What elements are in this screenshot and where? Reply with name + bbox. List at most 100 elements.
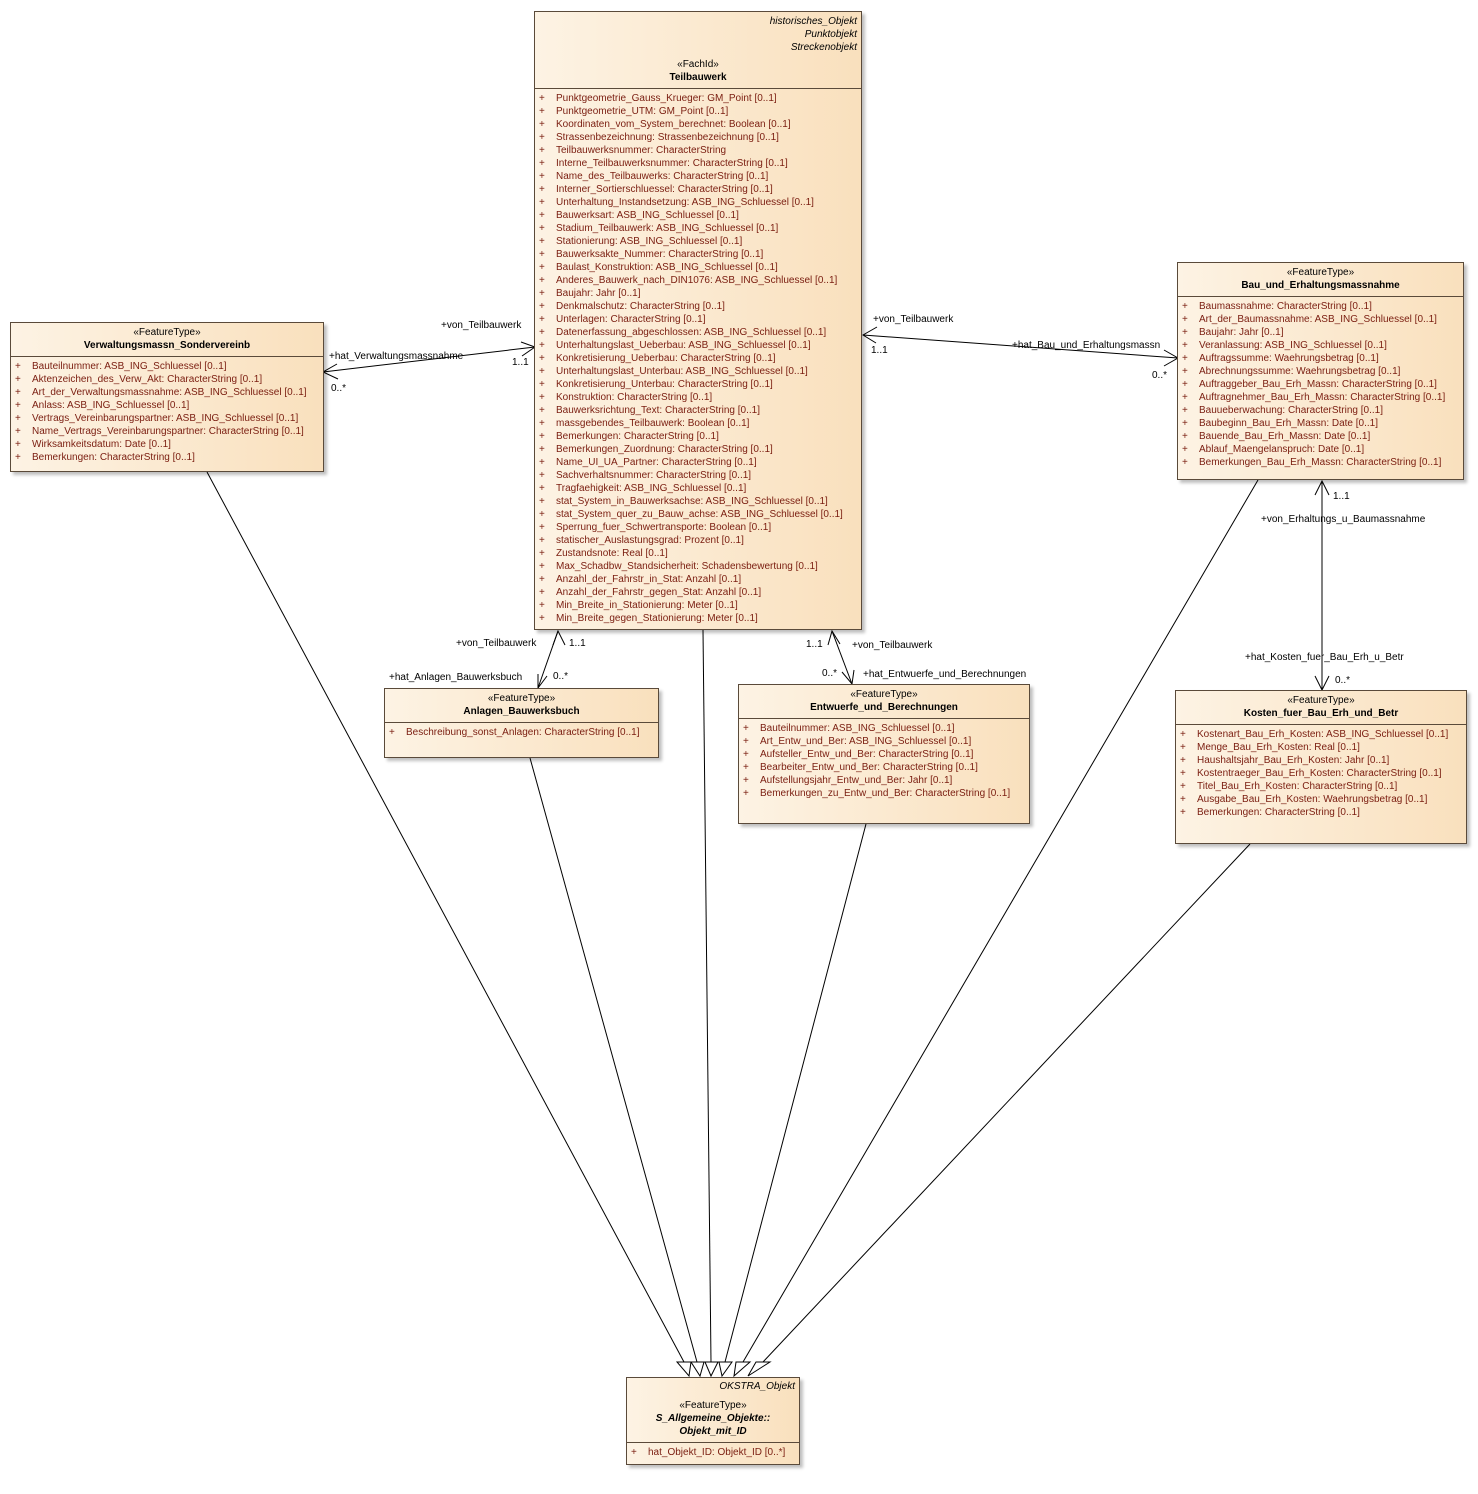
attribute-row[interactable]: +Stadium_Teilbauwerk: ASB_ING_Schluessel… <box>539 222 857 235</box>
attribute-row[interactable]: +Zustandsnote: Real [0..1] <box>539 547 857 560</box>
visibility-public-icon: + <box>539 509 545 520</box>
attribute-row[interactable]: +Baumassnahme: CharacterString [0..1] <box>1182 300 1459 313</box>
class-objekt-mit-id[interactable]: OKSTRA_Objekt «FeatureType» S_Allgemeine… <box>626 1377 800 1465</box>
attribute-row[interactable]: +Auftragssumme: Waehrungsbetrag [0..1] <box>1182 352 1459 365</box>
attribute-row[interactable]: +Veranlassung: ASB_ING_Schluessel [0..1] <box>1182 339 1459 352</box>
visibility-public-icon: + <box>539 223 545 234</box>
attribute-row[interactable]: +Anlass: ASB_ING_Schluessel [0..1] <box>15 399 319 412</box>
class-anlagen-bauwerksbuch[interactable]: «FeatureType» Anlagen_Bauwerksbuch +Besc… <box>384 688 659 758</box>
attribute-row[interactable]: +Bauueberwachung: CharacterString [0..1] <box>1182 404 1459 417</box>
attribute-row[interactable]: +Unterlagen: CharacterString [0..1] <box>539 313 857 326</box>
class-teilbauwerk[interactable]: historisches_Objekt Punktobjekt Strecken… <box>534 11 862 630</box>
visibility-public-icon: + <box>1180 729 1186 740</box>
attribute-row[interactable]: +Unterhaltung_Instandsetzung: ASB_ING_Sc… <box>539 196 857 209</box>
attribute-row[interactable]: +Bemerkungen_Zuordnung: CharacterString … <box>539 443 857 456</box>
attribute-row[interactable]: +Baulast_Konstruktion: ASB_ING_Schluesse… <box>539 261 857 274</box>
attribute-row[interactable]: +Bemerkungen: CharacterString [0..1] <box>1180 806 1462 819</box>
attribute-row[interactable]: +stat_System_quer_zu_Bauw_achse: ASB_ING… <box>539 508 857 521</box>
attribute-row[interactable]: +Titel_Bau_Erh_Kosten: CharacterString [… <box>1180 780 1462 793</box>
attribute-row[interactable]: +hat_Objekt_ID: Objekt_ID [0..*] <box>631 1446 795 1459</box>
parent-name: historisches_Objekt <box>769 16 857 27</box>
attribute-row[interactable]: +Baujahr: Jahr [0..1] <box>1182 326 1459 339</box>
attribute-row[interactable]: +Art_der_Verwaltungsmassnahme: ASB_ING_S… <box>15 386 319 399</box>
attribute-row[interactable]: +Wirksamkeitsdatum: Date [0..1] <box>15 438 319 451</box>
attribute-row[interactable]: +Bauwerksakte_Nummer: CharacterString [0… <box>539 248 857 261</box>
attribute-row[interactable]: +Unterhaltungslast_Ueberbau: ASB_ING_Sch… <box>539 339 857 352</box>
attribute-row[interactable]: +Bauteilnummer: ASB_ING_Schluessel [0..1… <box>743 722 1025 735</box>
attribute-row[interactable]: +Anderes_Bauwerk_nach_DIN1076: ASB_ING_S… <box>539 274 857 287</box>
attribute-row[interactable]: +Denkmalschutz: CharacterString [0..1] <box>539 300 857 313</box>
attribute-row[interactable]: +Name_UI_UA_Partner: CharacterString [0.… <box>539 456 857 469</box>
attribute-row[interactable]: +Interne_Teilbauwerksnummer: CharacterSt… <box>539 157 857 170</box>
attribute-row[interactable]: +Abrechnungssumme: Waehrungsbetrag [0..1… <box>1182 365 1459 378</box>
attribute-row[interactable]: +Stationierung: ASB_ING_Schluessel [0..1… <box>539 235 857 248</box>
visibility-public-icon: + <box>539 119 545 130</box>
attribute-row[interactable]: +Aufsteller_Entw_und_Ber: CharacterStrin… <box>743 748 1025 761</box>
attribute-row[interactable]: +Bemerkungen: CharacterString [0..1] <box>15 451 319 464</box>
attribute-row[interactable]: +Menge_Bau_Erh_Kosten: Real [0..1] <box>1180 741 1462 754</box>
attribute-row[interactable]: +Sperrung_fuer_Schwertransporte: Boolean… <box>539 521 857 534</box>
class-verwaltungsmassn[interactable]: «FeatureType» Verwaltungsmassn_Sonderver… <box>10 322 324 472</box>
attribute-row[interactable]: +stat_System_in_Bauwerksachse: ASB_ING_S… <box>539 495 857 508</box>
attribute-row[interactable]: +Min_Breite_in_Stationierung: Meter [0..… <box>539 599 857 612</box>
multiplicity-label: 0..* <box>1152 370 1168 381</box>
attribute-row[interactable]: +Tragfaehigkeit: ASB_ING_Schluessel [0..… <box>539 482 857 495</box>
attribute-row[interactable]: +Haushaltsjahr_Bau_Erh_Kosten: Jahr [0..… <box>1180 754 1462 767</box>
attribute-row[interactable]: +Konstruktion: CharacterString [0..1] <box>539 391 857 404</box>
attribute-row[interactable]: +Kostentraeger_Bau_Erh_Kosten: Character… <box>1180 767 1462 780</box>
attribute-row[interactable]: +Auftraggeber_Bau_Erh_Massn: CharacterSt… <box>1182 378 1459 391</box>
class-name-package: S_Allgemeine_Objekte:: <box>655 1413 771 1424</box>
attribute-row[interactable]: +Bauende_Bau_Erh_Massn: Date [0..1] <box>1182 430 1459 443</box>
attribute-row[interactable]: +Min_Breite_gegen_Stationierung: Meter [… <box>539 612 857 625</box>
generalization-entwuerfe <box>724 823 867 1363</box>
attribute-row[interactable]: +Max_Schadbw_Standsicherheit: Schadensbe… <box>539 560 857 573</box>
attribute-row[interactable]: +Bauwerksart: ASB_ING_Schluessel [0..1] <box>539 209 857 222</box>
attribute-row[interactable]: +Ablauf_Maengelanspruch: Date [0..1] <box>1182 443 1459 456</box>
attribute-text: Koordinaten_vom_System_berechnet: Boolea… <box>556 119 791 130</box>
attribute-row[interactable]: +Auftragnehmer_Bau_Erh_Massn: CharacterS… <box>1182 391 1459 404</box>
attribute-row[interactable]: +Bauteilnummer: ASB_ING_Schluessel [0..1… <box>15 360 319 373</box>
attribute-text: stat_System_in_Bauwerksachse: ASB_ING_Sc… <box>556 496 828 507</box>
attribute-row[interactable]: +Art_der_Baumassnahme: ASB_ING_Schluesse… <box>1182 313 1459 326</box>
attribute-text: Ausgabe_Bau_Erh_Kosten: Waehrungsbetrag … <box>1197 794 1428 805</box>
attribute-row[interactable]: +Bearbeiter_Entw_und_Ber: CharacterStrin… <box>743 761 1025 774</box>
attribute-row[interactable]: +Vertrags_Vereinbarungspartner: ASB_ING_… <box>15 412 319 425</box>
attribute-text: Bauende_Bau_Erh_Massn: Date [0..1] <box>1199 431 1371 442</box>
attribute-row[interactable]: +Bemerkungen_Bau_Erh_Massn: CharacterStr… <box>1182 456 1459 469</box>
parent-name: Punktobjekt <box>804 29 857 40</box>
attribute-row[interactable]: +Bemerkungen_zu_Entw_und_Ber: CharacterS… <box>743 787 1025 800</box>
attribute-row[interactable]: +Anzahl_der_Fahrstr_gegen_Stat: Anzahl [… <box>539 586 857 599</box>
attribute-row[interactable]: +Kostenart_Bau_Erh_Kosten: ASB_ING_Schlu… <box>1180 728 1462 741</box>
attribute-row[interactable]: +Punktgeometrie_Gauss_Krueger: GM_Point … <box>539 92 857 105</box>
attribute-row[interactable]: +statischer_Auslastungsgrad: Prozent [0.… <box>539 534 857 547</box>
attribute-row[interactable]: +Bauwerksrichtung_Text: CharacterString … <box>539 404 857 417</box>
class-header: «FeatureType» Entwuerfe_und_Berechnungen <box>739 685 1029 719</box>
attribute-row[interactable]: +Unterhaltungslast_Unterbau: ASB_ING_Sch… <box>539 365 857 378</box>
attribute-row[interactable]: +Datenerfassung_abgeschlossen: ASB_ING_S… <box>539 326 857 339</box>
attribute-row[interactable]: +Sachverhaltsnummer: CharacterString [0.… <box>539 469 857 482</box>
attribute-row[interactable]: +Punktgeometrie_UTM: GM_Point [0..1] <box>539 105 857 118</box>
attribute-row[interactable]: +Name_Vertrags_Vereinbarungspartner: Cha… <box>15 425 319 438</box>
attribute-row[interactable]: +Konkretisierung_Unterbau: CharacterStri… <box>539 378 857 391</box>
attribute-row[interactable]: +Baubeginn_Bau_Erh_Massn: Date [0..1] <box>1182 417 1459 430</box>
attribute-row[interactable]: +Bemerkungen: CharacterString [0..1] <box>539 430 857 443</box>
attribute-text: Anderes_Bauwerk_nach_DIN1076: ASB_ING_Sc… <box>556 275 838 286</box>
attribute-row[interactable]: +Ausgabe_Bau_Erh_Kosten: Waehrungsbetrag… <box>1180 793 1462 806</box>
attribute-row[interactable]: +Interner_Sortierschluessel: CharacterSt… <box>539 183 857 196</box>
attribute-row[interactable]: +Name_des_Teilbauwerks: CharacterString … <box>539 170 857 183</box>
attribute-row[interactable]: +Teilbauwerksnummer: CharacterString <box>539 144 857 157</box>
attribute-row[interactable]: +Anzahl_der_Fahrstr_in_Stat: Anzahl [0..… <box>539 573 857 586</box>
attribute-row[interactable]: +massgebendes_Teilbauwerk: Boolean [0..1… <box>539 417 857 430</box>
attribute-row[interactable]: +Art_Entw_und_Ber: ASB_ING_Schluessel [0… <box>743 735 1025 748</box>
attribute-row[interactable]: + Koordinaten_vom_System_berechnet: Boole… <box>539 118 857 131</box>
class-kosten-fuer-bau-erh-und-betr[interactable]: «FeatureType» Kosten_fuer_Bau_Erh_und_Be… <box>1175 690 1467 844</box>
class-bau-und-erhaltungsmassnahme[interactable]: «FeatureType» Bau_und_Erhaltungsmassnahm… <box>1177 262 1464 480</box>
attribute-row[interactable]: +Aufstellungsjahr_Entw_und_Ber: Jahr [0.… <box>743 774 1025 787</box>
attribute-row[interactable]: +Aktenzeichen_des_Verw_Akt: CharacterStr… <box>15 373 319 386</box>
class-entwuerfe-und-berechnungen[interactable]: «FeatureType» Entwuerfe_und_Berechnungen… <box>738 684 1030 824</box>
attribute-row[interactable]: +Beschreibung_sonst_Anlagen: CharacterSt… <box>389 726 654 739</box>
attribute-row[interactable]: +Strassenbezeichnung: Strassenbezeichnun… <box>539 131 857 144</box>
attribute-row[interactable]: +Baujahr: Jahr [0..1] <box>539 287 857 300</box>
attribute-row[interactable]: +Konkretisierung_Ueberbau: CharacterStri… <box>539 352 857 365</box>
visibility-public-icon: + <box>1182 353 1188 364</box>
